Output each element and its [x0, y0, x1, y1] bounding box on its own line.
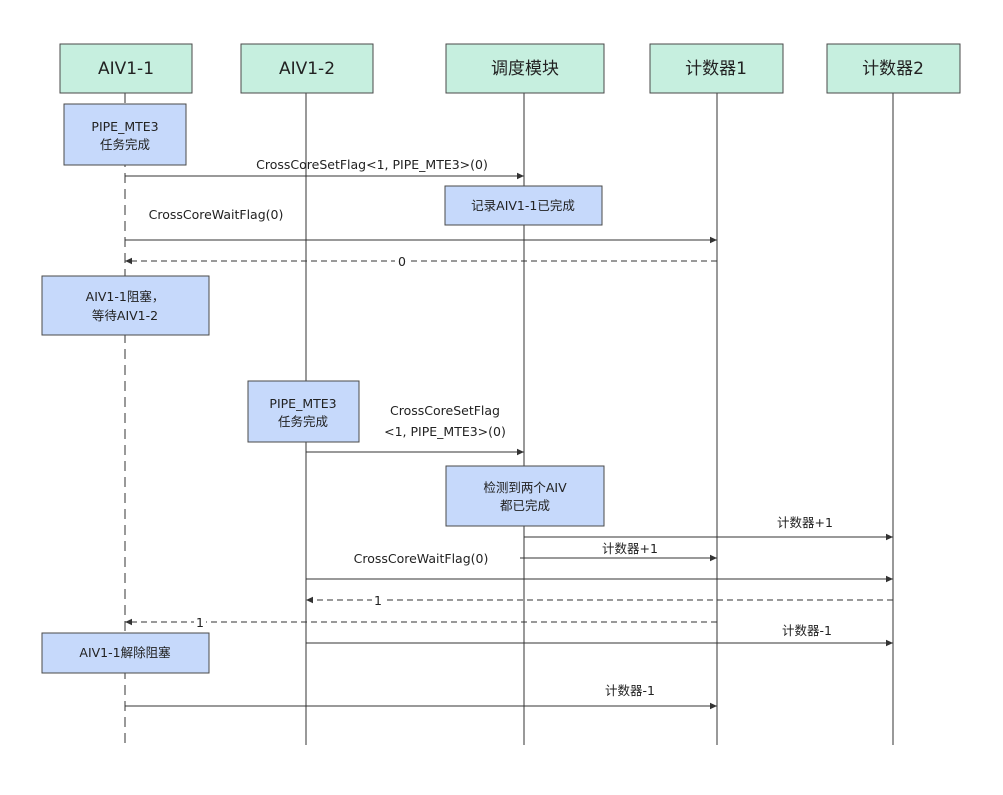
message-label: CrossCoreWaitFlag(0) [149, 207, 284, 222]
message-label: 1 [374, 593, 382, 608]
msg-return-1b: 1 [125, 615, 717, 630]
msg-counter1-dec: 计数器-1 [125, 683, 717, 710]
note-pipe-done-1: PIPE_MTE3 任务完成 [63, 103, 187, 166]
note-line: PIPE_MTE3 [91, 119, 158, 134]
participant-counter2: 计数器2 [826, 43, 961, 94]
note-line: 任务完成 [100, 137, 150, 152]
msg-counter2-dec: 计数器-1 [306, 623, 893, 647]
participant-counter1: 计数器1 [649, 43, 784, 94]
message-label: 计数器-1 [605, 683, 655, 698]
participant-label: 计数器2 [862, 59, 924, 79]
message-label: 计数器+1 [602, 541, 658, 556]
message-label: 计数器+1 [777, 515, 833, 530]
note-line: 任务完成 [278, 414, 328, 429]
note-line: 都已完成 [500, 498, 550, 513]
participant-aiv1-2: AIV1-2 [240, 43, 374, 94]
note-blocked: AIV1-1阻塞， 等待AIV1-2 [41, 275, 210, 336]
msg-wait-flag-2: CrossCoreWaitFlag(0) [306, 551, 893, 583]
participant-label: 计数器1 [685, 59, 747, 79]
msg-return-1a: 1 [306, 593, 893, 608]
msg-counter1-inc: 计数器+1 [520, 541, 717, 562]
message-label: 1 [196, 615, 204, 630]
note-line: 检测到两个AIV [483, 480, 567, 495]
message-label: CrossCoreSetFlag [390, 403, 500, 418]
note-both-done: 检测到两个AIV 都已完成 [445, 465, 605, 527]
note-pipe-done-2: PIPE_MTE3 任务完成 [247, 380, 360, 443]
note-line: AIV1-1解除阻塞 [79, 645, 171, 660]
message-label: CrossCoreWaitFlag(0) [354, 551, 489, 566]
msg-return-0: 0 [125, 254, 717, 269]
note-record-done: 记录AIV1-1已完成 [444, 185, 603, 226]
note-line: 等待AIV1-2 [92, 308, 158, 323]
message-label: <1, PIPE_MTE3>(0) [384, 424, 506, 439]
note-line: PIPE_MTE3 [269, 396, 336, 411]
note-line: AIV1-1阻塞， [86, 289, 165, 304]
msg-counter2-inc: 计数器+1 [524, 515, 893, 541]
note-line: 记录AIV1-1已完成 [471, 198, 575, 213]
message-label: CrossCoreSetFlag<1, PIPE_MTE3>(0) [256, 157, 488, 172]
note-unblocked: AIV1-1解除阻塞 [41, 632, 210, 674]
participant-aiv1-1: AIV1-1 [59, 43, 193, 94]
msg-wait-flag-1: CrossCoreWaitFlag(0) [125, 207, 717, 244]
participant-label: AIV1-1 [98, 59, 154, 79]
participant-label: 调度模块 [491, 59, 559, 79]
msg-set-flag-1: CrossCoreSetFlag<1, PIPE_MTE3>(0) [125, 157, 524, 180]
msg-set-flag-2: CrossCoreSetFlag <1, PIPE_MTE3>(0) [306, 403, 524, 456]
participant-label: AIV1-2 [279, 59, 335, 79]
message-label: 0 [398, 254, 406, 269]
message-label: 计数器-1 [782, 623, 832, 638]
participant-scheduler: 调度模块 [445, 43, 605, 94]
